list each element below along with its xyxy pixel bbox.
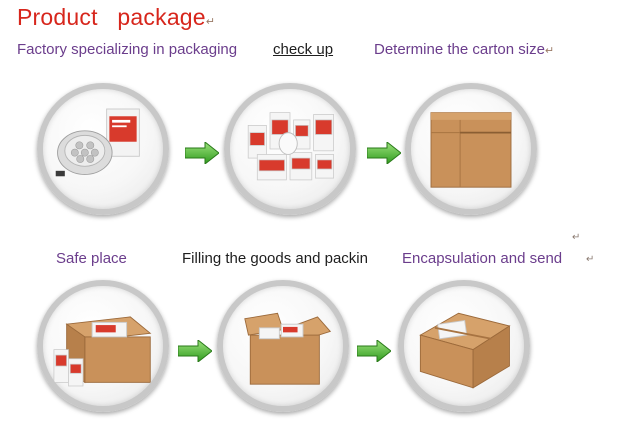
photo-product-boxes bbox=[224, 83, 356, 215]
carton-illustration bbox=[430, 112, 512, 188]
filling-carton-illustration bbox=[244, 312, 332, 385]
photo-open-carton-with-boxes bbox=[37, 280, 169, 412]
caption-filling-goods: Filling the goods and packin bbox=[182, 250, 368, 267]
green-right-arrow-icon bbox=[177, 338, 213, 364]
green-right-arrow-icon bbox=[356, 338, 392, 364]
photo-downlight-product bbox=[37, 83, 169, 215]
title-text: Product package bbox=[17, 4, 206, 30]
return-mark: ↵ bbox=[205, 16, 216, 28]
return-mark: ↵ bbox=[572, 232, 581, 243]
boxes-illustration bbox=[247, 112, 334, 181]
page-title: Product package↵ bbox=[17, 4, 215, 31]
downlight-illustration bbox=[55, 108, 140, 177]
open-carton-illustration bbox=[53, 316, 152, 387]
caption-carton-size-text: Determine the carton size bbox=[374, 41, 545, 58]
green-right-arrow-icon bbox=[184, 140, 220, 166]
photo-filling-carton bbox=[217, 280, 349, 412]
caption-carton-size: Determine the carton size↵ bbox=[374, 41, 554, 58]
green-right-arrow-icon bbox=[366, 140, 402, 166]
caption-safe-place: Safe place bbox=[56, 250, 127, 267]
photo-sealed-carton bbox=[398, 280, 530, 412]
caption-encapsulation: Encapsulation and send bbox=[402, 250, 563, 267]
photo-empty-carton bbox=[405, 83, 537, 215]
sealed-carton-illustration bbox=[419, 312, 511, 389]
caption-factory: Factory specializing in packaging bbox=[17, 41, 238, 58]
return-mark: ↵ bbox=[586, 254, 595, 265]
return-mark: ↵ bbox=[544, 45, 555, 57]
caption-check-up[interactable]: check up bbox=[273, 41, 334, 58]
